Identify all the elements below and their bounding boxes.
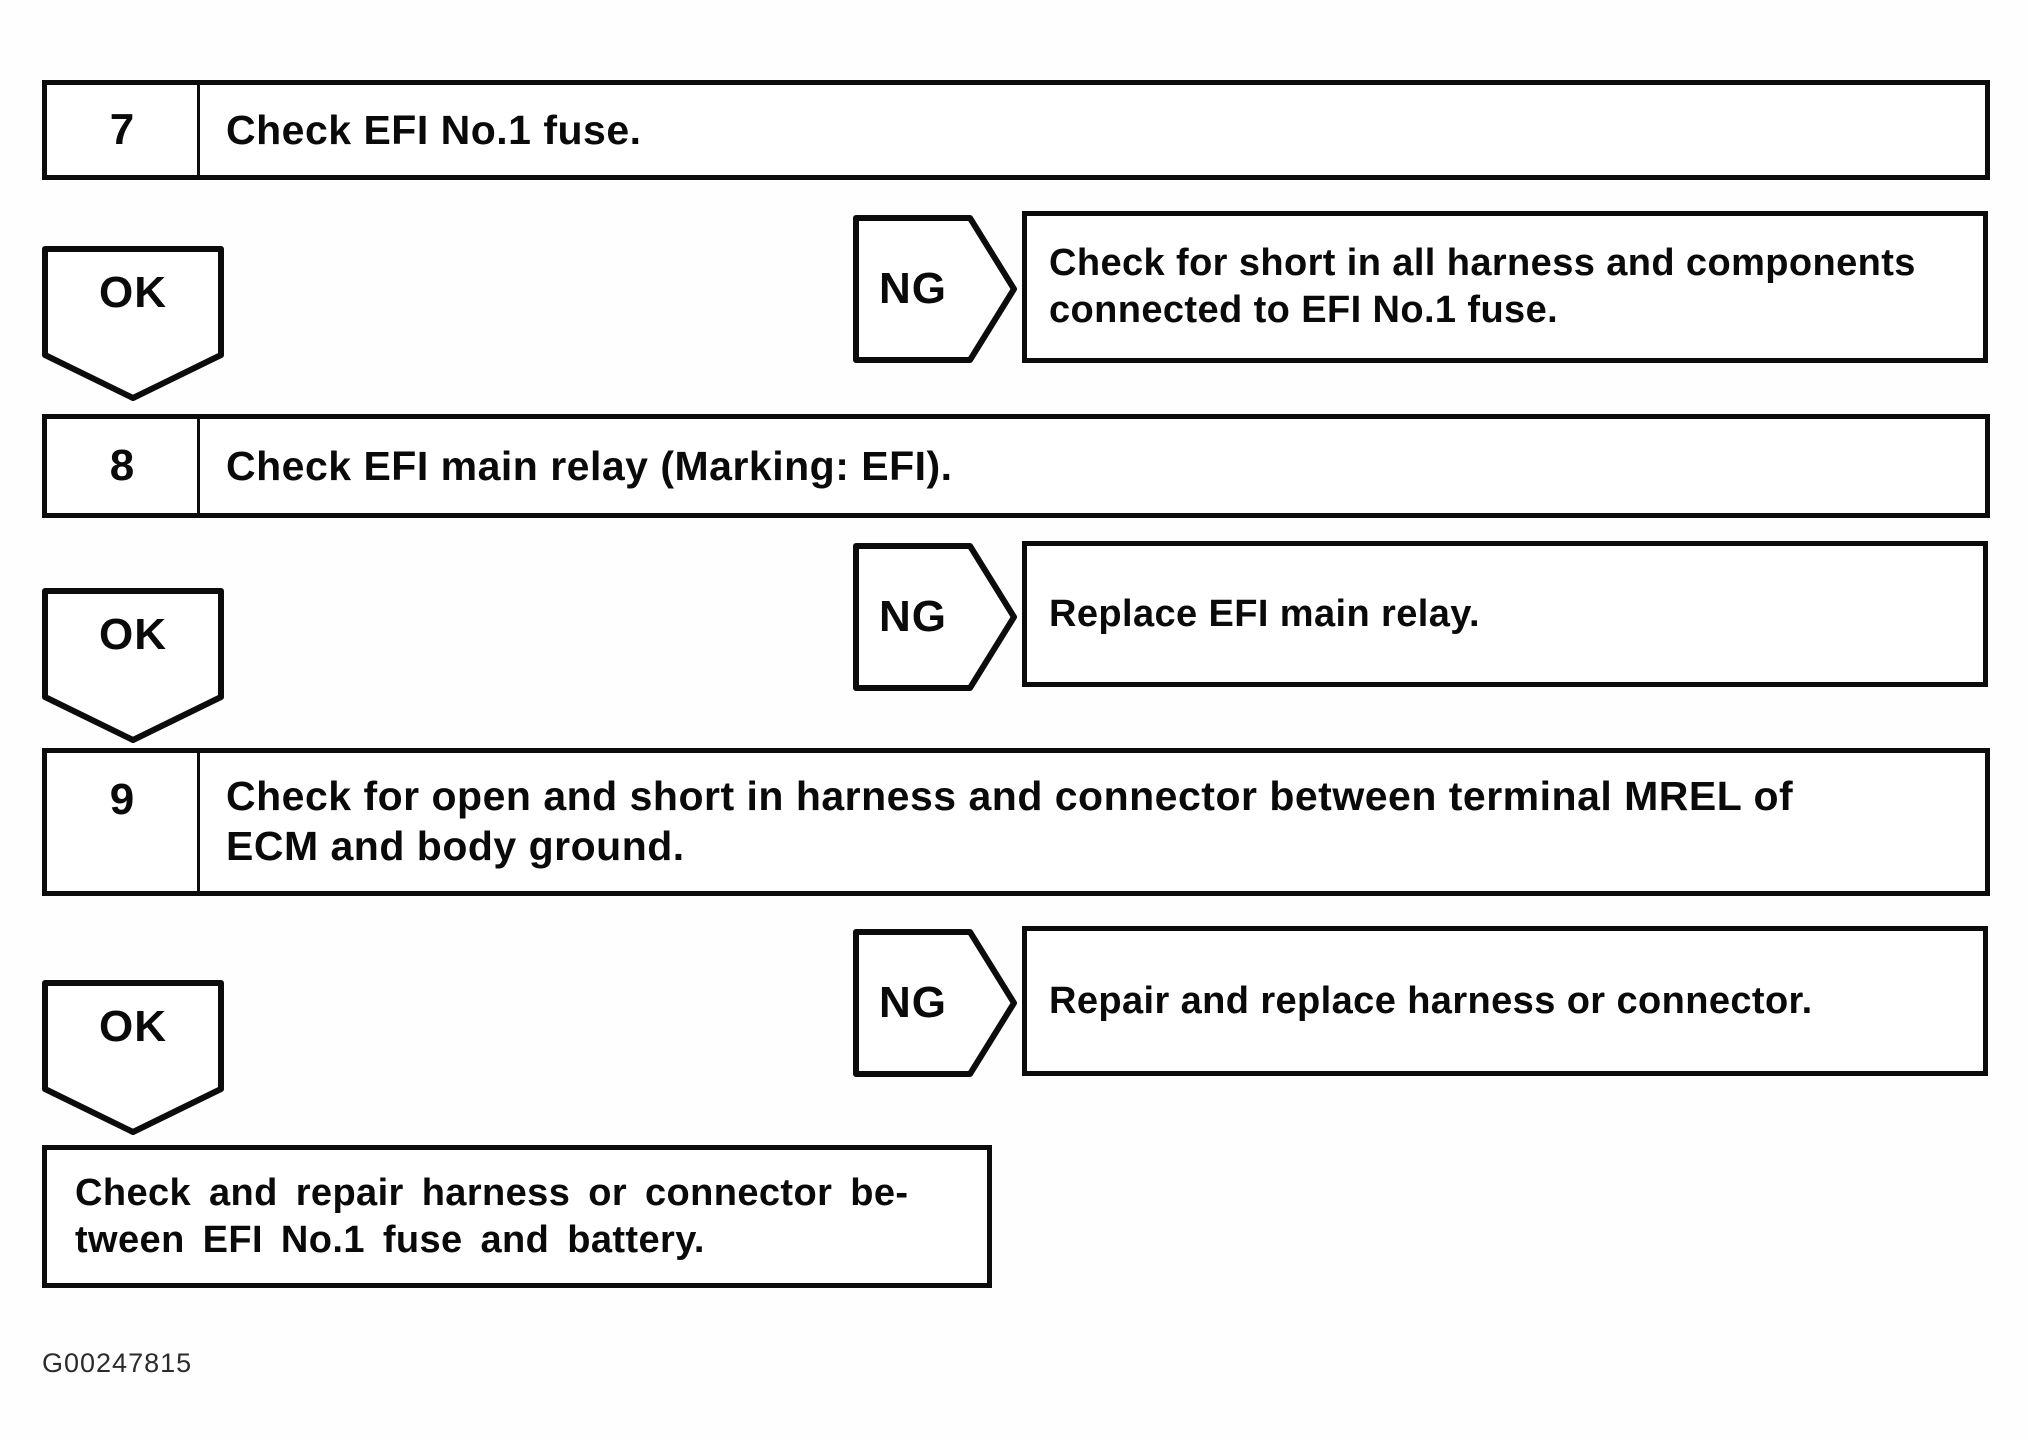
- ok-connector: OK: [42, 246, 224, 402]
- right-arrow-shape: [853, 543, 1017, 691]
- down-arrow-shape: [42, 980, 224, 1135]
- ng-label: NG: [879, 264, 947, 313]
- step-text: Check EFI No.1 fuse.: [226, 107, 642, 153]
- figure-id: G00247815: [42, 1348, 193, 1378]
- ok-connector: OK: [42, 588, 224, 744]
- ok-label: OK: [99, 268, 167, 317]
- ng-action-box: Repair and replace harness or connector.: [1022, 926, 1988, 1076]
- right-arrow-shape: [853, 929, 1017, 1077]
- ng-connector: NG: [853, 929, 1017, 1077]
- ok-connector: OK: [42, 980, 224, 1136]
- step-text: Check EFI main relay (Marking: EFI).: [226, 443, 953, 489]
- ng-connector: NG: [853, 543, 1017, 691]
- step-number: 8: [47, 419, 200, 513]
- ng-action-box: Replace EFI main relay.: [1022, 541, 1988, 687]
- ng-action-box: Check for short in all harness and compo…: [1022, 211, 1988, 363]
- step-box-8: 8 Check EFI main relay (Marking: EFI).: [42, 414, 1990, 518]
- right-arrow-shape: [853, 215, 1017, 363]
- down-arrow-shape: [42, 588, 224, 743]
- step-box-7: 7 Check EFI No.1 fuse.: [42, 80, 1990, 180]
- ok-label: OK: [99, 1002, 167, 1051]
- down-arrow-shape: [42, 246, 224, 401]
- step-text: Check for open and short in harness and …: [226, 773, 1794, 869]
- ng-label: NG: [879, 978, 947, 1027]
- ng-connector: NG: [853, 215, 1017, 363]
- final-action-box: Check and repair harness or connector be…: [42, 1145, 992, 1288]
- step-number: 9: [47, 753, 200, 891]
- ng-label: NG: [879, 592, 947, 641]
- step-number: 7: [47, 85, 200, 175]
- step-box-9: 9 Check for open and short in harness an…: [42, 748, 1990, 896]
- ok-label: OK: [99, 610, 167, 659]
